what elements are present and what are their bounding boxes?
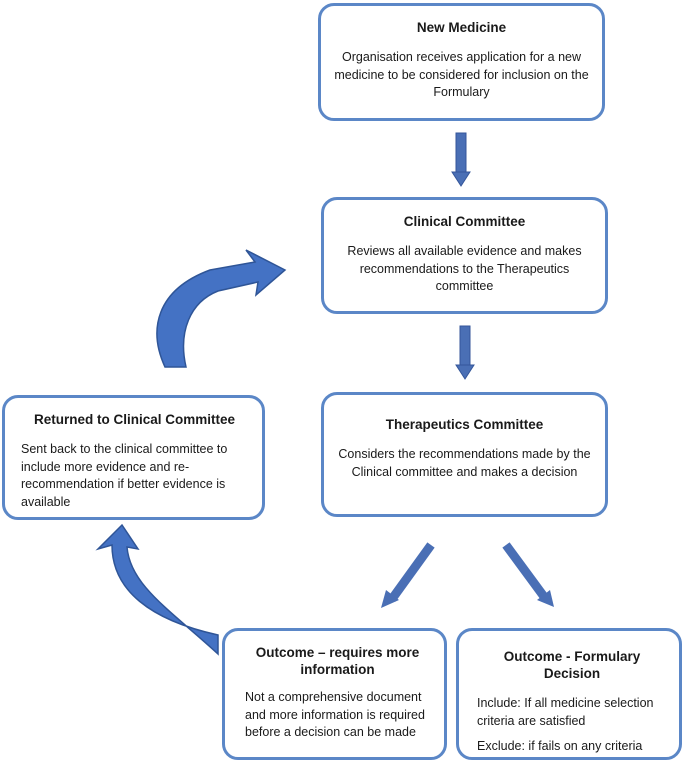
curved-arrow-returned-to-clinical: [156, 249, 287, 368]
node-title: Returned to Clinical Committee: [33, 412, 236, 427]
node-outcome-formulary: Outcome - Formulary Decision Include: If…: [456, 628, 682, 760]
node-title: New Medicine: [416, 20, 507, 35]
include-criteria: Include: If all medicine selection crite…: [477, 695, 654, 728]
node-therapeutics-committee: Therapeutics Committee Considers the rec…: [321, 392, 608, 517]
node-body: Not a comprehensive document and more in…: [245, 689, 425, 740]
exclude-criteria: Exclude: if fails on any criteria: [477, 739, 643, 754]
node-body: Sent back to the clinical committee to i…: [21, 441, 228, 510]
node-title: Outcome – requires more information: [255, 645, 420, 677]
curved-arrow-more-info-to-returned: [95, 523, 219, 656]
node-returned-to-clinical: Returned to Clinical Committee Sent back…: [2, 395, 265, 520]
node-title: Clinical Committee: [403, 214, 526, 229]
node-clinical-committee: Clinical Committee Reviews all available…: [321, 197, 608, 314]
node-new-medicine: New Medicine Organisation receives appli…: [318, 3, 605, 121]
node-body: Reviews all available evidence and makes…: [347, 243, 582, 294]
arrow-clinical-to-therapeutics: [455, 325, 475, 380]
node-title: Therapeutics Committee: [385, 417, 544, 432]
node-body: Organisation receives application for a …: [334, 49, 589, 100]
arrow-therapeutics-to-formulary: [502, 542, 554, 607]
arrow-new-to-clinical: [451, 132, 471, 187]
node-outcome-more-info: Outcome – requires more information Not …: [222, 628, 447, 760]
node-title: Outcome - Formulary Decision: [503, 649, 641, 681]
node-body: Include: If all medicine selection crite…: [477, 695, 667, 756]
arrow-therapeutics-to-more-info: [381, 542, 435, 608]
node-body: Considers the recommendations made by th…: [338, 446, 591, 479]
